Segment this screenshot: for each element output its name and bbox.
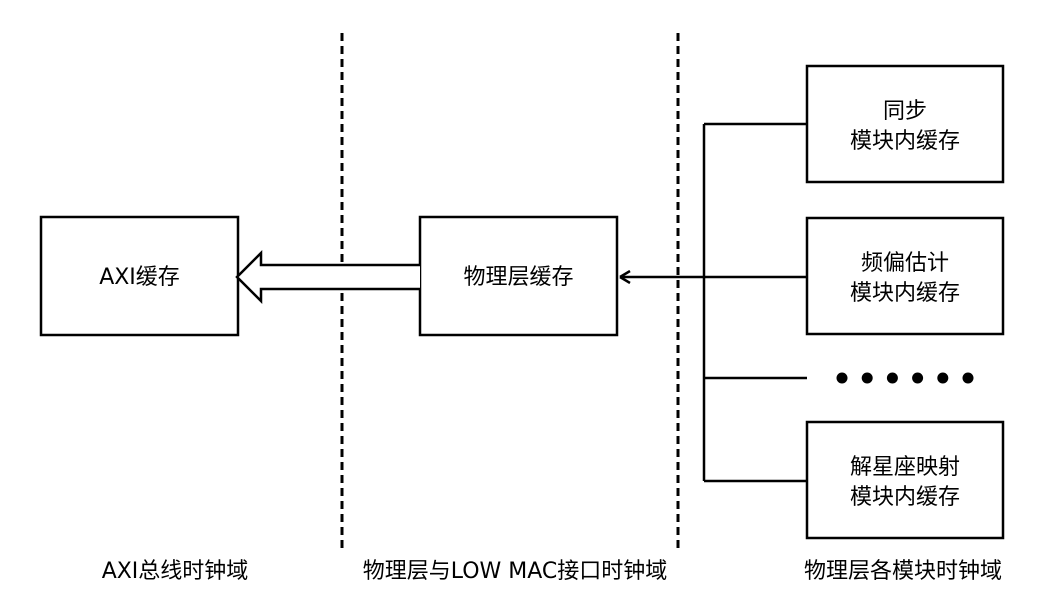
domain-label-axi: AXI总线时钟域 xyxy=(102,559,249,584)
sync-buffer-label-line2: 模块内缓存 xyxy=(850,129,960,154)
sync-buffer-label-line1: 同步 xyxy=(883,99,927,124)
ellipsis-dot xyxy=(912,372,924,384)
demap-buffer-box: 解星座映射 模块内缓存 xyxy=(805,420,1005,540)
freq-offset-buffer-label-line1: 频偏估计 xyxy=(861,251,949,276)
axi-buffer-label: AXI缓存 xyxy=(99,265,180,290)
sync-buffer-box: 同步 模块内缓存 xyxy=(805,64,1005,184)
demap-buffer-label-line1: 解星座映射 xyxy=(850,455,960,480)
ellipsis-dots xyxy=(836,372,974,384)
freq-offset-buffer-label-line2: 模块内缓存 xyxy=(850,281,960,306)
demap-buffer-label-line2: 模块内缓存 xyxy=(850,485,960,510)
domain-label-modules: 物理层各模块时钟域 xyxy=(804,559,1002,584)
freq-offset-buffer-box: 频偏估计 模块内缓存 xyxy=(805,216,1005,336)
ellipsis-dot xyxy=(937,372,949,384)
ellipsis-dot xyxy=(962,372,974,384)
ellipsis-dot xyxy=(861,372,873,384)
domain-label-interface: 物理层与LOW MAC接口时钟域 xyxy=(363,559,668,584)
phy-buffer-label: 物理层缓存 xyxy=(463,265,573,290)
ellipsis-dot xyxy=(886,372,898,384)
phy-buffer-box: 物理层缓存 xyxy=(418,215,619,337)
axi-buffer-box: AXI缓存 xyxy=(39,215,240,337)
hollow-arrow-to-axi xyxy=(235,249,420,305)
ellipsis-dot xyxy=(836,372,848,384)
